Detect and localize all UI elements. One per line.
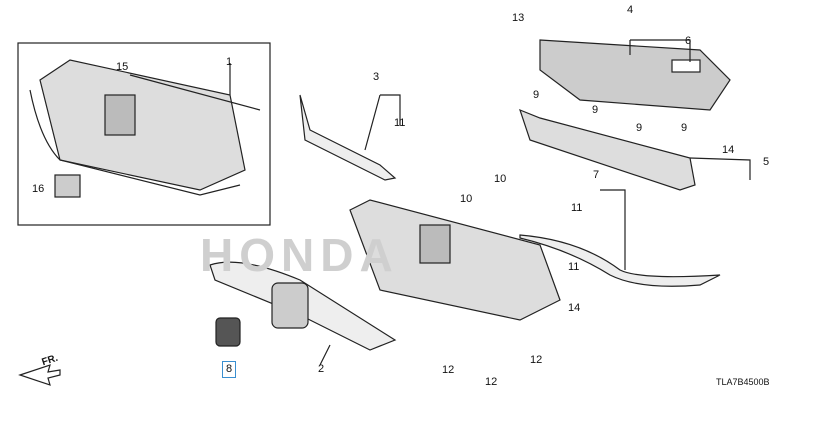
- main-emblem-housing: [419, 224, 451, 264]
- callout-10a: 10: [494, 173, 507, 185]
- part-4-cover: [539, 39, 731, 111]
- callout-6: 6: [685, 35, 692, 47]
- callout-3: 3: [373, 71, 380, 83]
- callout-7: 7: [593, 169, 600, 181]
- callout-9b: 9: [592, 104, 599, 116]
- inset-trim: [29, 89, 241, 196]
- diagram-code: TLA7B4500B: [716, 377, 770, 387]
- callout-15: 15: [116, 61, 129, 73]
- part-7-molding: [519, 234, 721, 287]
- callout-14a: 14: [722, 144, 735, 156]
- callout-12c: 12: [530, 354, 543, 366]
- callout-16: 16: [32, 183, 45, 195]
- callout-14b: 14: [568, 302, 581, 314]
- callout-5: 5: [763, 156, 770, 168]
- callout-11c: 11: [568, 261, 580, 273]
- part-3-bracket: [299, 94, 397, 181]
- callout-9a: 9: [533, 89, 540, 101]
- inset-frame: [17, 42, 271, 226]
- callout-11b: 11: [571, 202, 583, 214]
- callout-13: 13: [512, 12, 525, 24]
- inset-emblem: [104, 94, 136, 136]
- callout-9d: 9: [681, 122, 688, 134]
- front-arrow-icon: [18, 364, 61, 386]
- main-grille: [349, 199, 561, 321]
- garnish-emblem-frame: [271, 282, 309, 329]
- part-8-emblem: [215, 317, 241, 347]
- callout-10b: 10: [460, 193, 473, 205]
- inset-grille: [39, 59, 246, 191]
- callout-1: 1: [226, 56, 233, 68]
- part-16-bracket: [54, 174, 81, 198]
- callout-2: 2: [318, 363, 325, 375]
- callout-12a: 12: [442, 364, 455, 376]
- callout-4: 4: [627, 4, 634, 16]
- part-6-label: [671, 59, 701, 73]
- callout-12b: 12: [485, 376, 498, 388]
- callout-8: 8: [222, 361, 237, 378]
- part-5-beam: [519, 108, 696, 191]
- callout-11a: 11: [394, 117, 406, 129]
- callout-9c: 9: [636, 122, 643, 134]
